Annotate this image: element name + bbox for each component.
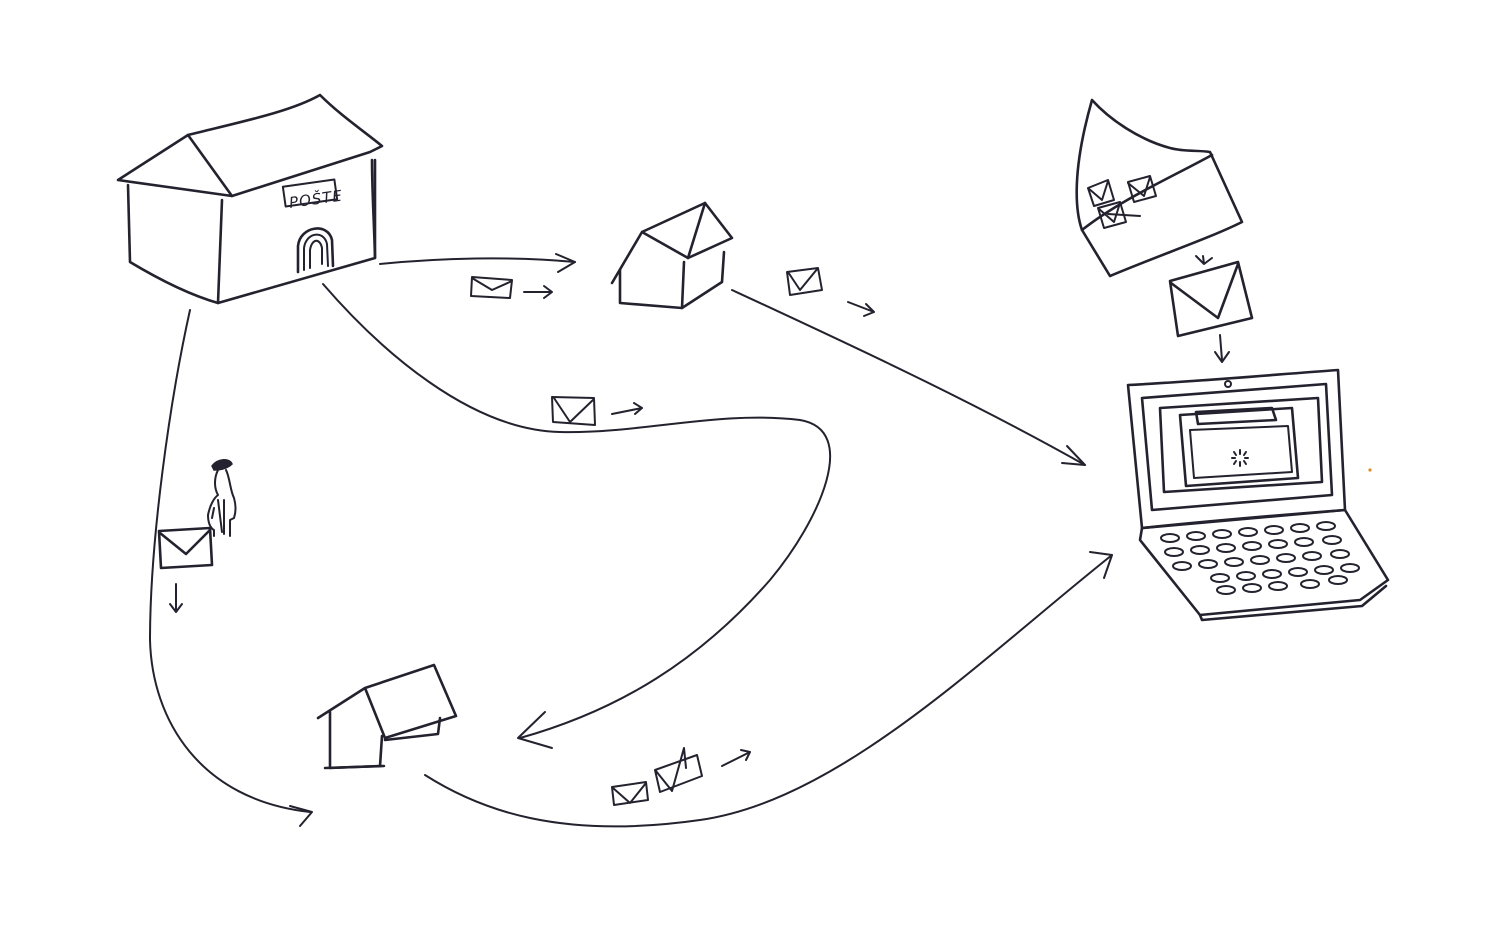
envelope-icon (470, 276, 513, 299)
house-icon (610, 201, 734, 310)
loading-spinner-icon (1231, 449, 1249, 467)
flow-line (149, 309, 311, 813)
envelope-icon (551, 396, 596, 426)
flow-line (1219, 334, 1223, 361)
flow-line (424, 554, 1113, 828)
arrow-icon (289, 805, 313, 827)
envelope-icon (654, 747, 703, 793)
envelope-icon (611, 781, 649, 806)
arrow-icon (169, 583, 183, 613)
arrow-icon (611, 402, 643, 415)
arrow-icon (1089, 551, 1113, 579)
arrow-icon (1214, 351, 1230, 363)
mailbag-icon (1075, 98, 1244, 278)
arrow-icon (517, 711, 553, 749)
flow-line (731, 289, 1086, 466)
arrow-icon (847, 301, 875, 317)
ink-dot (1368, 468, 1372, 472)
post-office-sign: POŠTE (288, 186, 344, 212)
envelope-icon (786, 267, 823, 296)
envelope-icon (157, 526, 214, 570)
flow-line (322, 283, 832, 739)
arrow-icon (555, 253, 576, 273)
post-office-icon: POŠTE (116, 93, 384, 305)
arrow-icon (523, 285, 553, 299)
arrow-icon (1061, 445, 1086, 466)
postman-icon (207, 459, 237, 537)
laptop-icon (1126, 368, 1390, 622)
arrow-icon (721, 749, 751, 767)
envelope-icon (1168, 260, 1254, 338)
house-icon (316, 663, 458, 770)
flow-line (379, 257, 576, 265)
arrow-icon (1195, 255, 1213, 265)
